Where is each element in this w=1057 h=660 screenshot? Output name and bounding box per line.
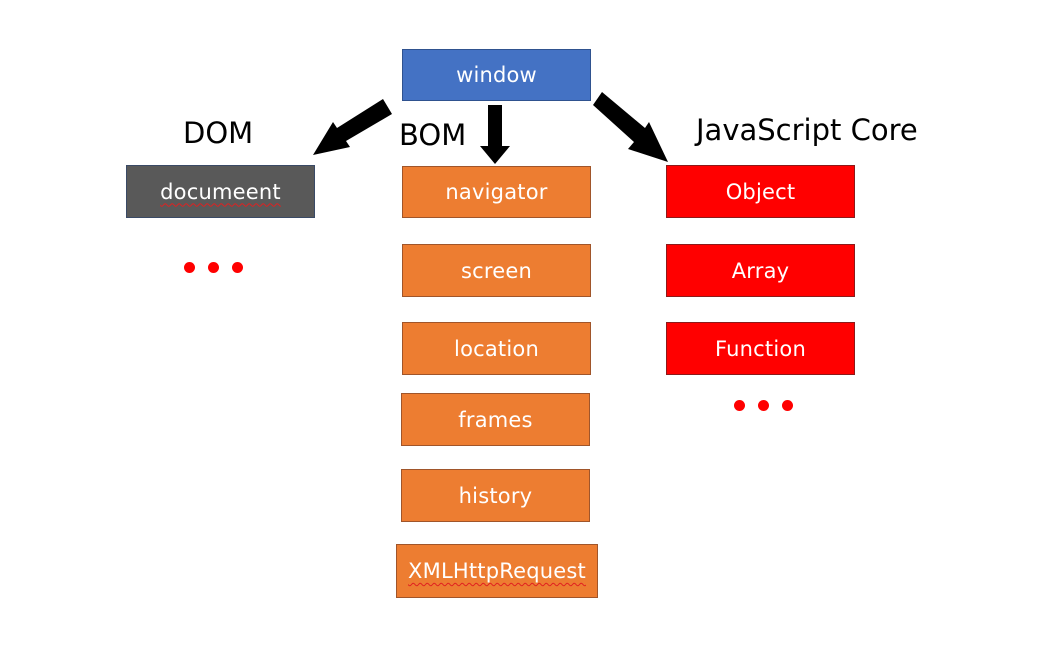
arrow-to-dom xyxy=(313,99,392,155)
bom-item-screen: screen xyxy=(402,244,591,297)
bom-heading: BOM xyxy=(399,118,467,152)
arrow-to-bom xyxy=(480,105,510,164)
ellipsis-dot xyxy=(208,262,219,273)
js-core-heading: JavaScript Core xyxy=(696,113,918,147)
window-label: window xyxy=(456,63,537,87)
dom-more-ellipsis xyxy=(184,262,243,273)
window-node: window xyxy=(402,49,591,101)
bom-item-label: location xyxy=(454,336,539,361)
bom-item-label: XMLHttpRequest xyxy=(408,559,586,583)
bom-item-xmlhttprequest: XMLHttpRequest xyxy=(396,544,598,598)
bom-item-history: history xyxy=(401,469,590,522)
ellipsis-dot xyxy=(184,262,195,273)
arrow-to-js-core xyxy=(593,92,668,162)
bom-item-label: navigator xyxy=(445,180,548,204)
bom-item-label: history xyxy=(458,483,533,508)
dom-item-document: documeent xyxy=(126,165,315,218)
bom-item-frames: frames xyxy=(401,393,590,446)
js-core-item-label: Function xyxy=(715,336,806,361)
js-core-item-label: Object xyxy=(725,179,796,204)
dom-heading: DOM xyxy=(183,116,254,150)
js-core-item-object: Object xyxy=(666,165,855,218)
ellipsis-dot xyxy=(734,400,745,411)
dom-item-label: documeent xyxy=(160,179,281,204)
bom-item-label: screen xyxy=(460,258,532,283)
bom-item-label: frames xyxy=(458,407,533,432)
js-core-item-array: Array xyxy=(666,244,855,297)
bom-item-navigator: navigator xyxy=(402,166,591,218)
js-core-item-function: Function xyxy=(666,322,855,375)
js-core-more-ellipsis xyxy=(734,400,793,411)
js-core-item-label: Array xyxy=(731,258,790,283)
bom-item-location: location xyxy=(402,322,591,375)
ellipsis-dot xyxy=(758,400,769,411)
ellipsis-dot xyxy=(782,400,793,411)
ellipsis-dot xyxy=(232,262,243,273)
